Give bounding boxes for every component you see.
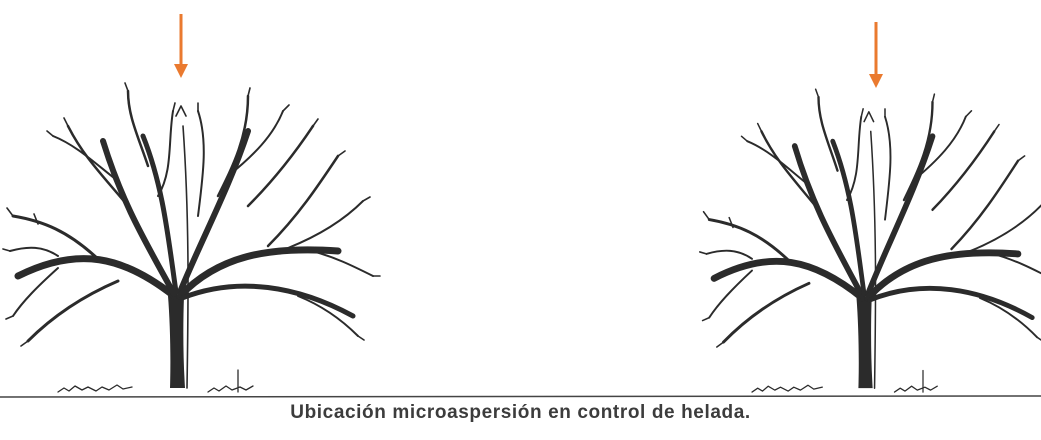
- figure-caption: Ubicación microaspersión en control de h…: [0, 402, 1041, 424]
- left-arrow-icon: [174, 14, 188, 78]
- ground-line: [0, 396, 1041, 397]
- right-arrow-icon: [869, 22, 883, 88]
- left-tree: [3, 83, 380, 392]
- right-tree: [700, 89, 1041, 392]
